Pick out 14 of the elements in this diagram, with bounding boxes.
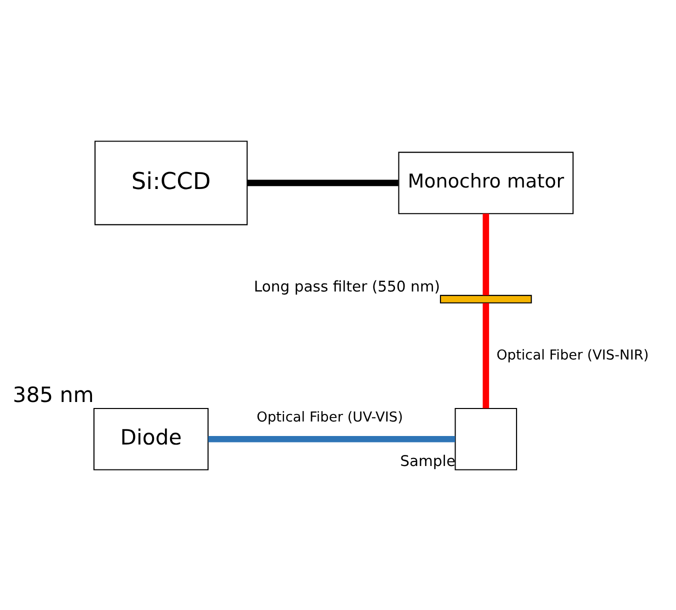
node-bar xyxy=(440,294,532,303)
connector xyxy=(482,302,490,408)
node-box: Monochro mator xyxy=(398,151,574,214)
edge-label: Optical Fiber (VIS-NIR) xyxy=(496,346,649,363)
node-box: Si:CCD xyxy=(94,140,248,225)
node-box: Diode xyxy=(93,407,209,470)
connector xyxy=(482,213,490,295)
node-box xyxy=(454,407,518,470)
edge-label: Optical Fiber (UV-VIS) xyxy=(256,409,403,426)
node-label: 385 nm xyxy=(12,382,94,407)
node-label: Sample xyxy=(400,452,456,470)
connector xyxy=(208,435,456,442)
connector xyxy=(247,179,398,186)
node-label: Long pass filter (550 nm) xyxy=(254,278,440,295)
